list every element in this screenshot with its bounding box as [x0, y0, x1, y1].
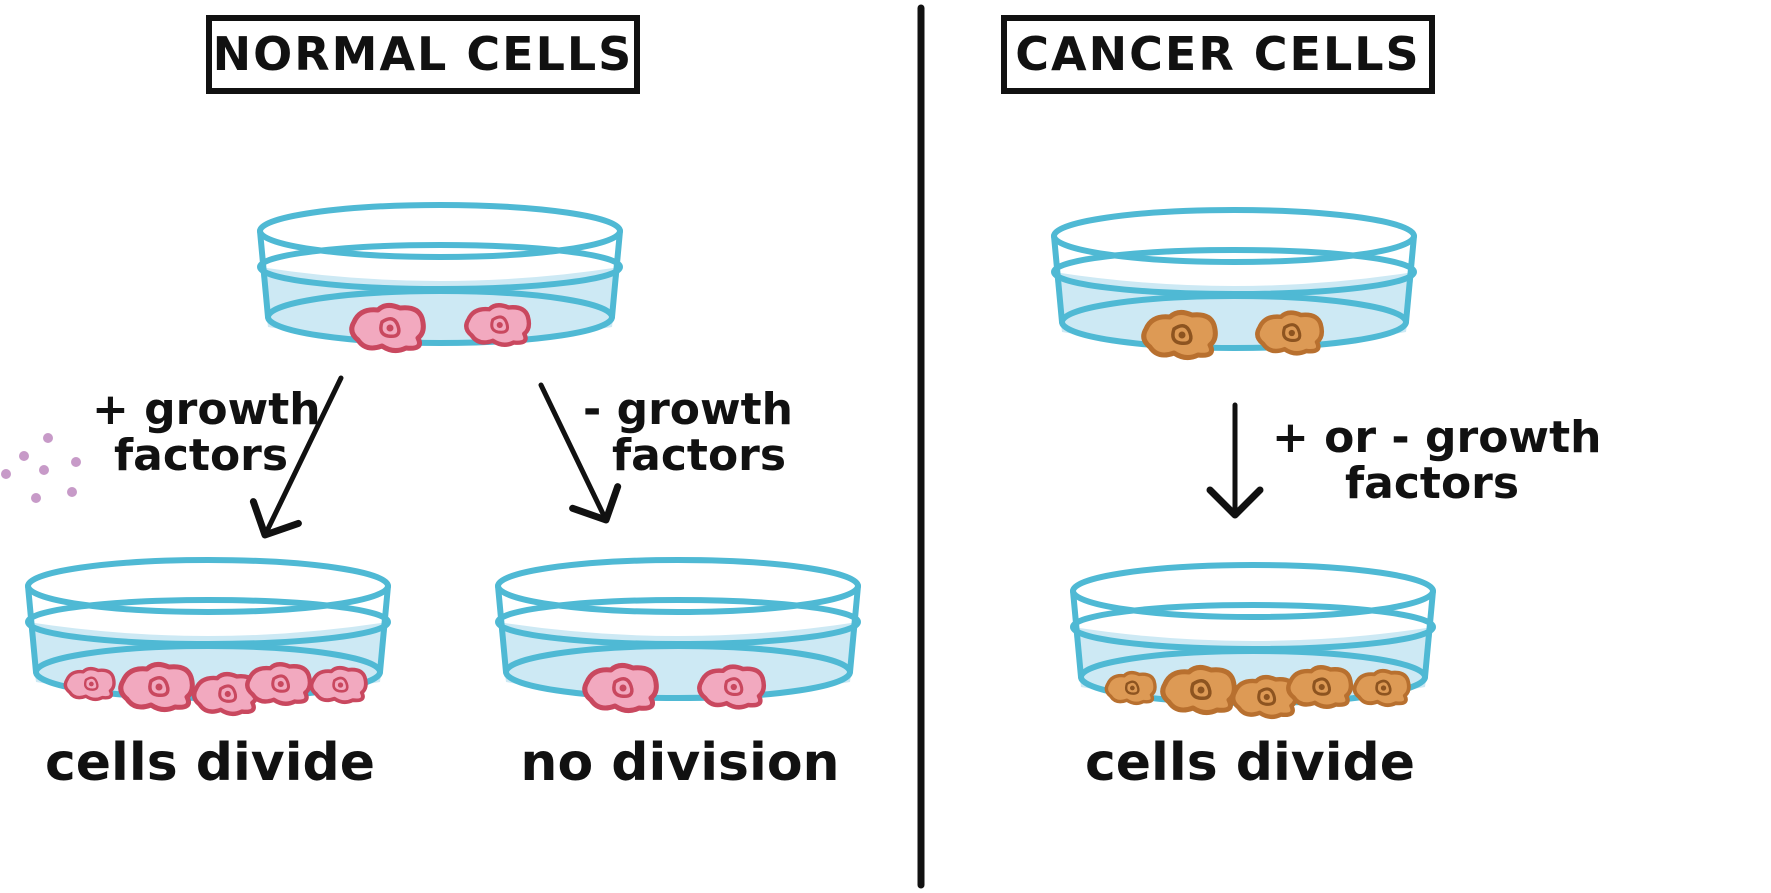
normal-title: NORMAL CELLS [213, 27, 634, 81]
cancer-top-dish [1054, 210, 1414, 358]
normal-cells-panel: NORMAL CELLS + growth factors - growth f… [1, 15, 858, 793]
cancer-result-label: cells divide [1085, 733, 1415, 793]
normal-cell [121, 664, 193, 709]
cancer-dividing-dish [1073, 565, 1433, 717]
cancer-cell [1257, 313, 1321, 354]
normal-top-dish [260, 205, 620, 351]
arrow-right-branch [538, 382, 622, 524]
left-annotation-line2: factors [114, 430, 288, 481]
cancer-cell [1163, 667, 1235, 712]
cancer-title-box [1001, 15, 1435, 94]
left-result-label: cells divide [45, 733, 375, 793]
normal-no-division-dish [498, 560, 858, 711]
cancer-cell [1144, 312, 1216, 357]
cancer-cells-panel: CANCER CELLS + or - growth factors cells… [1001, 15, 1601, 793]
left-annotation-line1: + growth [92, 384, 321, 435]
right-annotation-line2: factors [612, 430, 786, 481]
normal-cell [699, 667, 763, 708]
cancer-cell [1104, 670, 1157, 706]
normal-cell [466, 305, 529, 345]
normal-dividing-dish [28, 560, 388, 714]
cancer-annotation-line1: + or - growth [1272, 412, 1601, 463]
normal-cell [247, 664, 310, 704]
right-annotation-line1: - growth [583, 384, 793, 435]
normal-cell [352, 305, 424, 350]
normal-cell [585, 665, 657, 710]
normal-cell [63, 666, 116, 702]
normal-title-box [206, 15, 640, 94]
cancer-cell [1352, 668, 1411, 708]
cancer-cell [1233, 677, 1296, 717]
cancer-annotation-line2: factors [1345, 458, 1519, 509]
cancer-cell [1288, 667, 1351, 707]
arrow-left-branch [249, 375, 344, 539]
cancer-title: CANCER CELLS [1015, 27, 1420, 81]
growth-factor-dots [1, 433, 81, 503]
normal-cell [309, 665, 368, 705]
right-result-label: no division [520, 733, 839, 793]
